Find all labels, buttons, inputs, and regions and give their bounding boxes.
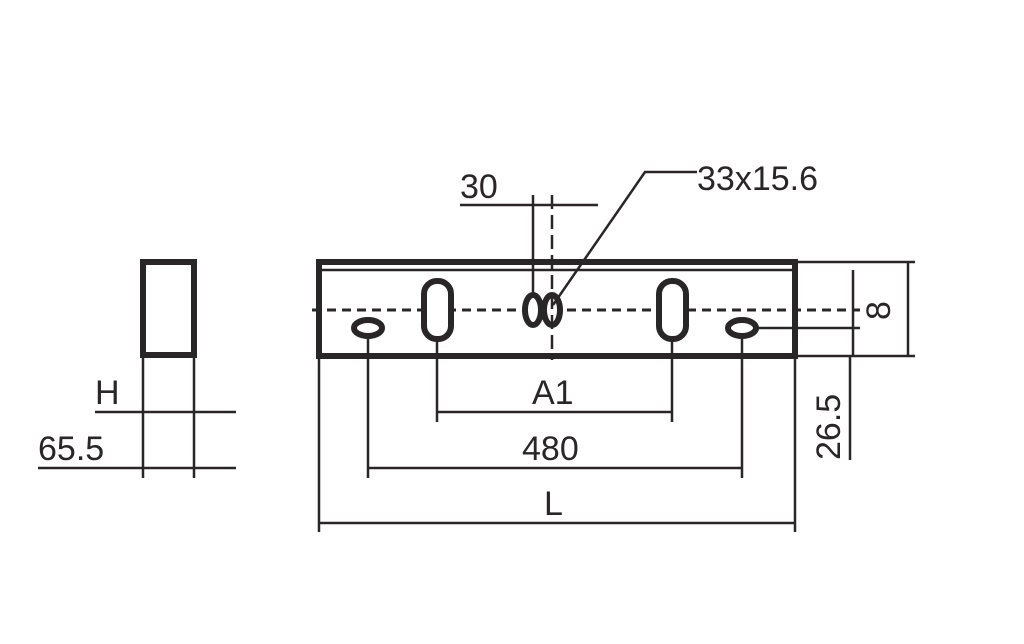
front-view: 30 33x15.6 A1 480 L 8 26.5 — [312, 160, 915, 532]
mount-hole — [351, 317, 385, 339]
h-label: H — [95, 374, 120, 412]
slot-hole — [656, 278, 689, 342]
spacing-480-label: 480 — [522, 430, 579, 468]
depth-label: 65.5 — [38, 430, 104, 468]
center-hole — [522, 292, 544, 328]
dim-26-5-label: 26.5 — [810, 394, 848, 460]
length-l-label: L — [544, 485, 563, 523]
slot-size-label: 33x15.6 — [697, 160, 818, 198]
slot-hole — [421, 278, 454, 342]
side-view: H 65.5 — [38, 259, 236, 478]
mount-hole — [725, 317, 759, 339]
side-profile — [140, 259, 197, 358]
offset-8-label: 8 — [860, 301, 898, 320]
a1-label: A1 — [532, 374, 574, 412]
pitch-30-label: 30 — [460, 168, 498, 206]
